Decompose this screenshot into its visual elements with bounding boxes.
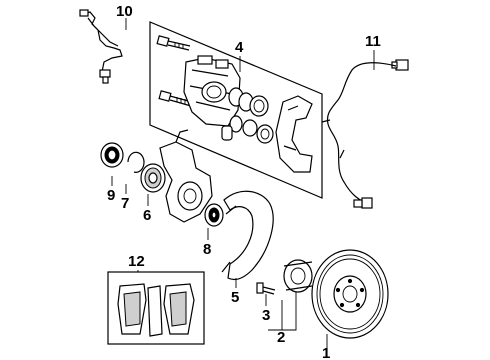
wheel-bearing	[140, 163, 166, 193]
callout-8: 8	[203, 241, 211, 258]
callout-4: 4	[235, 39, 244, 56]
leader-lines	[111, 18, 375, 348]
callout-6: 6	[143, 207, 151, 224]
brake-pad-right	[163, 283, 195, 335]
callout-9: 9	[107, 187, 115, 204]
piston-seal-kit	[221, 87, 274, 144]
hub-seal	[204, 203, 224, 227]
snap-ring	[127, 151, 145, 173]
caliper-bracket	[275, 95, 313, 173]
brake-rotor	[311, 249, 389, 339]
dust-shield	[221, 190, 274, 281]
brake-pad-kit-box	[107, 271, 205, 345]
brake-hose	[79, 9, 123, 84]
callout-12: 12	[128, 253, 145, 270]
callout-3: 3	[262, 307, 270, 324]
callout-11: 11	[365, 33, 381, 50]
steering-knuckle	[159, 129, 213, 223]
callout-labels: 1 2 3 4 5 6 7 8 9 10 11 12	[107, 3, 381, 360]
callout-10: 10	[116, 3, 133, 20]
callout-7: 7	[121, 195, 129, 212]
callout-5: 5	[231, 289, 239, 306]
abs-sensor-wire	[321, 59, 409, 209]
callout-2: 2	[277, 329, 285, 346]
brake-pad-left	[117, 283, 163, 337]
oil-seal	[100, 142, 124, 168]
caliper-bolt-upper	[156, 35, 191, 51]
callout-1: 1	[322, 345, 330, 360]
caliper-bolt-lower	[158, 90, 193, 107]
wheel-stud	[256, 282, 276, 295]
wheel-hub	[283, 259, 313, 293]
caliper-kit-box	[149, 21, 323, 199]
